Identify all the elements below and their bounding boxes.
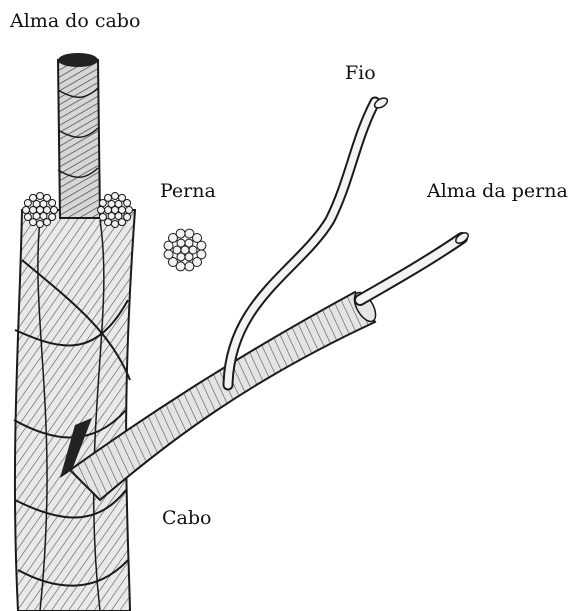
wire-end	[24, 214, 31, 221]
rope-body	[14, 210, 135, 611]
label-wire: Fio	[345, 64, 376, 83]
wire-end	[49, 200, 56, 207]
wire-end	[99, 214, 106, 221]
label-strand: Perna	[160, 182, 216, 201]
wire-end	[124, 200, 131, 207]
wire-end	[177, 239, 185, 247]
wire-end	[126, 207, 133, 214]
wire-end	[185, 239, 193, 247]
wire-end	[119, 219, 126, 226]
wire-end	[37, 221, 44, 228]
wire-end	[51, 207, 58, 214]
rope-core	[58, 53, 100, 218]
wire-end	[30, 194, 37, 201]
wire-end	[185, 262, 194, 271]
label-core-of-rope: Alma do cabo	[10, 12, 140, 31]
wire-end	[98, 207, 105, 214]
wire-end	[185, 253, 193, 261]
label-rope: Cabo	[162, 509, 211, 528]
wire-end	[197, 241, 206, 250]
strand-cross-section	[164, 229, 206, 271]
wire-end	[23, 207, 30, 214]
wire-end	[176, 229, 185, 238]
wire-end	[164, 250, 173, 259]
label-core-of-strand: Alma da perna	[427, 182, 568, 201]
wire-end	[112, 193, 119, 200]
wire-end	[37, 193, 44, 200]
wire-end	[44, 219, 51, 226]
wire-end	[112, 221, 119, 228]
wire-end	[105, 194, 112, 201]
strand-core-wire	[360, 231, 470, 300]
